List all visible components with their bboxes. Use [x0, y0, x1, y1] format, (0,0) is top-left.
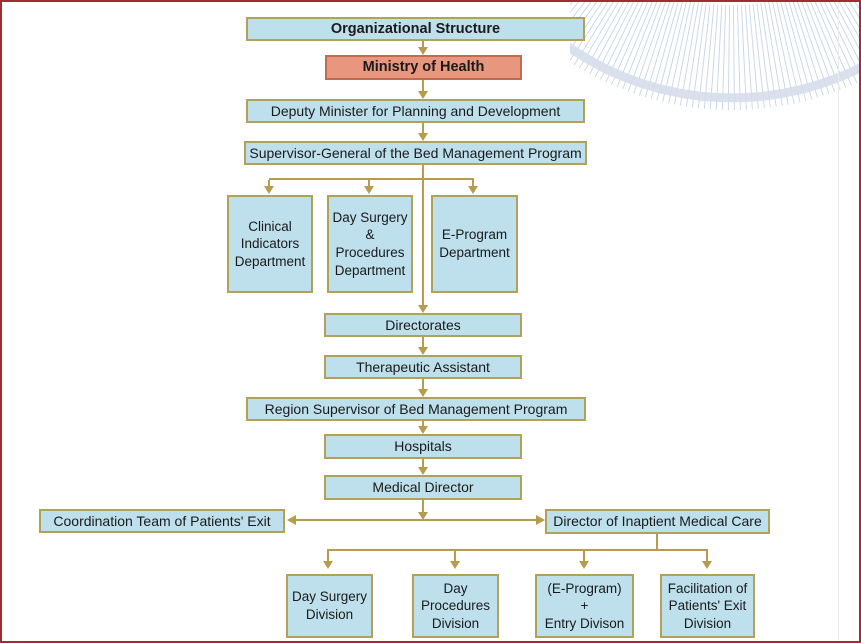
connector-line	[472, 180, 474, 187]
connector-line	[454, 551, 456, 562]
arrow-down-icon	[323, 561, 333, 569]
connector-line	[368, 180, 370, 187]
arrow-down-icon	[418, 305, 428, 313]
node-day-procedures-division: Day Procedures Division	[412, 574, 499, 638]
node-organizational-structure: Organizational Structure	[246, 17, 585, 41]
node-day-surgery-division: Day Surgery Division	[286, 574, 373, 638]
node-clinical-indicators-department: Clinical Indicators Department	[227, 195, 313, 293]
arrow-down-icon	[264, 186, 274, 194]
connector-line	[295, 519, 537, 521]
arrow-down-icon	[468, 186, 478, 194]
connector-line	[706, 551, 708, 562]
arrow-down-icon	[418, 467, 428, 475]
connector-line	[422, 421, 424, 428]
arrow-right-icon	[536, 515, 545, 525]
arrow-down-icon	[579, 561, 589, 569]
node-directorates: Directorates	[324, 313, 522, 337]
node-therapeutic-assistant: Therapeutic Assistant	[324, 355, 522, 379]
right-edge-rule	[838, 2, 839, 641]
arrow-down-icon	[702, 561, 712, 569]
arrow-left-icon	[287, 515, 296, 525]
node-ministry-of-health: Ministry of Health	[325, 55, 522, 80]
arrow-down-icon	[450, 561, 460, 569]
node-day-surgery-procedures-department: Day Surgery & Procedures Department	[327, 195, 413, 293]
arrow-down-icon	[418, 133, 428, 141]
node-region-supervisor: Region Supervisor of Bed Management Prog…	[246, 397, 586, 421]
arrow-down-icon	[418, 47, 428, 55]
arrow-down-icon	[418, 426, 428, 434]
arrow-down-icon	[418, 91, 428, 99]
swoosh-ornament-lines	[570, 2, 859, 111]
arrow-down-icon	[364, 186, 374, 194]
connector-line	[422, 500, 424, 513]
swoosh-ornament	[570, 2, 859, 114]
arrow-down-icon	[418, 347, 428, 355]
connector-line	[422, 337, 424, 348]
connector-line	[422, 80, 424, 93]
node-e-program-entry-division: (E-Program) + Entry Divison	[535, 574, 634, 638]
arrow-down-icon	[418, 512, 428, 520]
connector-line	[327, 549, 708, 551]
connector-line	[422, 379, 424, 390]
node-coordination-team: Coordination Team of Patients' Exit	[39, 509, 285, 533]
node-medical-director: Medical Director	[324, 475, 522, 500]
node-facilitation-division: Facilitation of Patients' Exit Division	[660, 574, 755, 638]
connector-line	[656, 534, 658, 551]
connector-line	[268, 180, 270, 187]
node-supervisor-general: Supervisor-General of the Bed Management…	[244, 141, 587, 165]
arrow-down-icon	[418, 389, 428, 397]
connector-line	[422, 123, 424, 135]
node-e-program-department: E-Program Department	[431, 195, 518, 293]
connector-line	[327, 551, 329, 562]
connector-line	[422, 459, 424, 468]
node-hospitals: Hospitals	[324, 434, 522, 459]
connector-line	[269, 178, 474, 180]
connector-line	[422, 40, 424, 49]
node-deputy-minister: Deputy Minister for Planning and Develop…	[246, 99, 585, 123]
connector-line	[583, 551, 585, 562]
connector-line	[422, 165, 424, 306]
node-director-inpatient-care: Director of Inaptient Medical Care	[545, 509, 770, 534]
